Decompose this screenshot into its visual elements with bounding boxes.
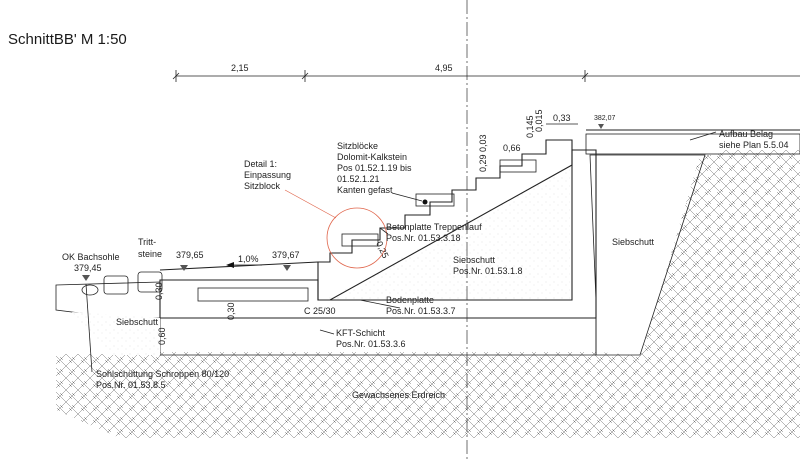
siebschutt-fill-right (589, 154, 706, 356)
label-trittsteine: Tritt- (138, 237, 156, 247)
slope-label: 1,0% (238, 254, 259, 264)
dim-slab-thickness: 0,30 (226, 302, 236, 320)
label-bodenplatte: Bodenplatte (386, 295, 434, 305)
dim-block-height: 0,30 (154, 282, 164, 300)
sitzblock-lower (341, 233, 379, 247)
dim-step-h4: 0,03 (478, 134, 488, 152)
label-kft-pos: Pos.Nr. 01.53.3.6 (336, 339, 406, 349)
trittstein-2 (137, 271, 163, 293)
label-siebschutt-right: Siebschutt (612, 237, 655, 247)
dim-right-span: 4,95 (435, 63, 453, 73)
natural-soil (56, 150, 800, 438)
embankment-soil (640, 155, 800, 360)
detail-circle (326, 207, 388, 269)
label-sitzbloecke-pos2: 01.52.1.21 (337, 174, 380, 184)
label-sohlschuettung-pos: Pos.Nr. 01.53.8.5 (96, 380, 166, 390)
dim-step-h1: 0,015 (534, 109, 544, 132)
level-marker-bachsohle (82, 275, 90, 281)
siebschutt-fill-mid (325, 165, 570, 300)
sitzblock-upper (499, 159, 537, 173)
label-siebschutt-mid: Siebschutt (453, 255, 496, 265)
label-trittsteine-2: steine (138, 249, 162, 259)
sitzblock-mid (415, 193, 455, 207)
sitzblock-dowel (422, 199, 428, 205)
dim-step-h2: 0,145 (525, 115, 535, 138)
top-paving (585, 133, 800, 155)
level-terrace-right: 379,67 (272, 250, 300, 260)
level-marker-terrace-right (283, 265, 291, 271)
label-detail-3: Sitzblock (244, 181, 281, 191)
label-concrete-grade: C 25/30 (304, 306, 336, 316)
label-ok-bachsohle: OK Bachsohle (62, 252, 120, 262)
label-kft: KFT-Schicht (336, 328, 386, 338)
label-aufbau-belag: Aufbau Belag (719, 129, 773, 139)
level-bachsohle: 379,45 (74, 263, 102, 273)
drawing-title: SchnittBB' M 1:50 (8, 31, 127, 48)
level-marker-terrace-left (180, 265, 188, 271)
level-terrace-left: 379,65 (176, 250, 204, 260)
dim-left-span: 2,15 (231, 63, 249, 73)
label-sitzbloecke: Sitzblöcke (337, 141, 378, 151)
dim-step-width: 0,66 (503, 143, 521, 153)
detail-leader (284, 189, 337, 219)
dim-step-h3: 0,29 (478, 154, 488, 172)
level-marker-top (598, 124, 604, 129)
level-top: 382,07 (594, 115, 616, 122)
label-sitzbloecke-pos: Pos 01.52.1.19 bis (337, 163, 412, 173)
label-detail-2: Einpassung (244, 170, 291, 180)
sohlschuettung (55, 281, 161, 319)
label-siebschutt-mid-pos: Pos.Nr. 01.53.1.8 (453, 266, 523, 276)
dim-top-width: 0,33 (553, 113, 571, 123)
label-sitzbloecke-material: Dolomit-Kalkstein (337, 152, 407, 162)
label-treppenlauf: Betonplatte Treppenlauf (386, 222, 482, 232)
label-aufbau-belag-ref: siehe Plan 5.5.04 (719, 140, 789, 150)
rock (81, 284, 99, 296)
label-sohlschuettung: Sohlschüttung Schroppen 80/120 (96, 369, 229, 379)
label-treppenlauf-pos: Pos.Nr. 01.53.3.18 (386, 233, 461, 243)
label-erdreich: Gewachsenes Erdreich (352, 390, 445, 400)
base-void (197, 287, 309, 302)
siebschutt-fill-left (72, 312, 160, 355)
label-detail: Detail 1: (244, 159, 277, 169)
label-bodenplatte-pos: Pos.Nr. 01.53.3.7 (386, 306, 456, 316)
dim-foundation: 0,60 (157, 327, 167, 345)
label-sitzbloecke-edges: Kanten gefast (337, 185, 393, 195)
trittstein-1 (103, 275, 129, 295)
label-siebschutt-left: Siebschutt (116, 317, 159, 327)
dimension-top (172, 70, 800, 82)
stair-slab (317, 139, 573, 301)
